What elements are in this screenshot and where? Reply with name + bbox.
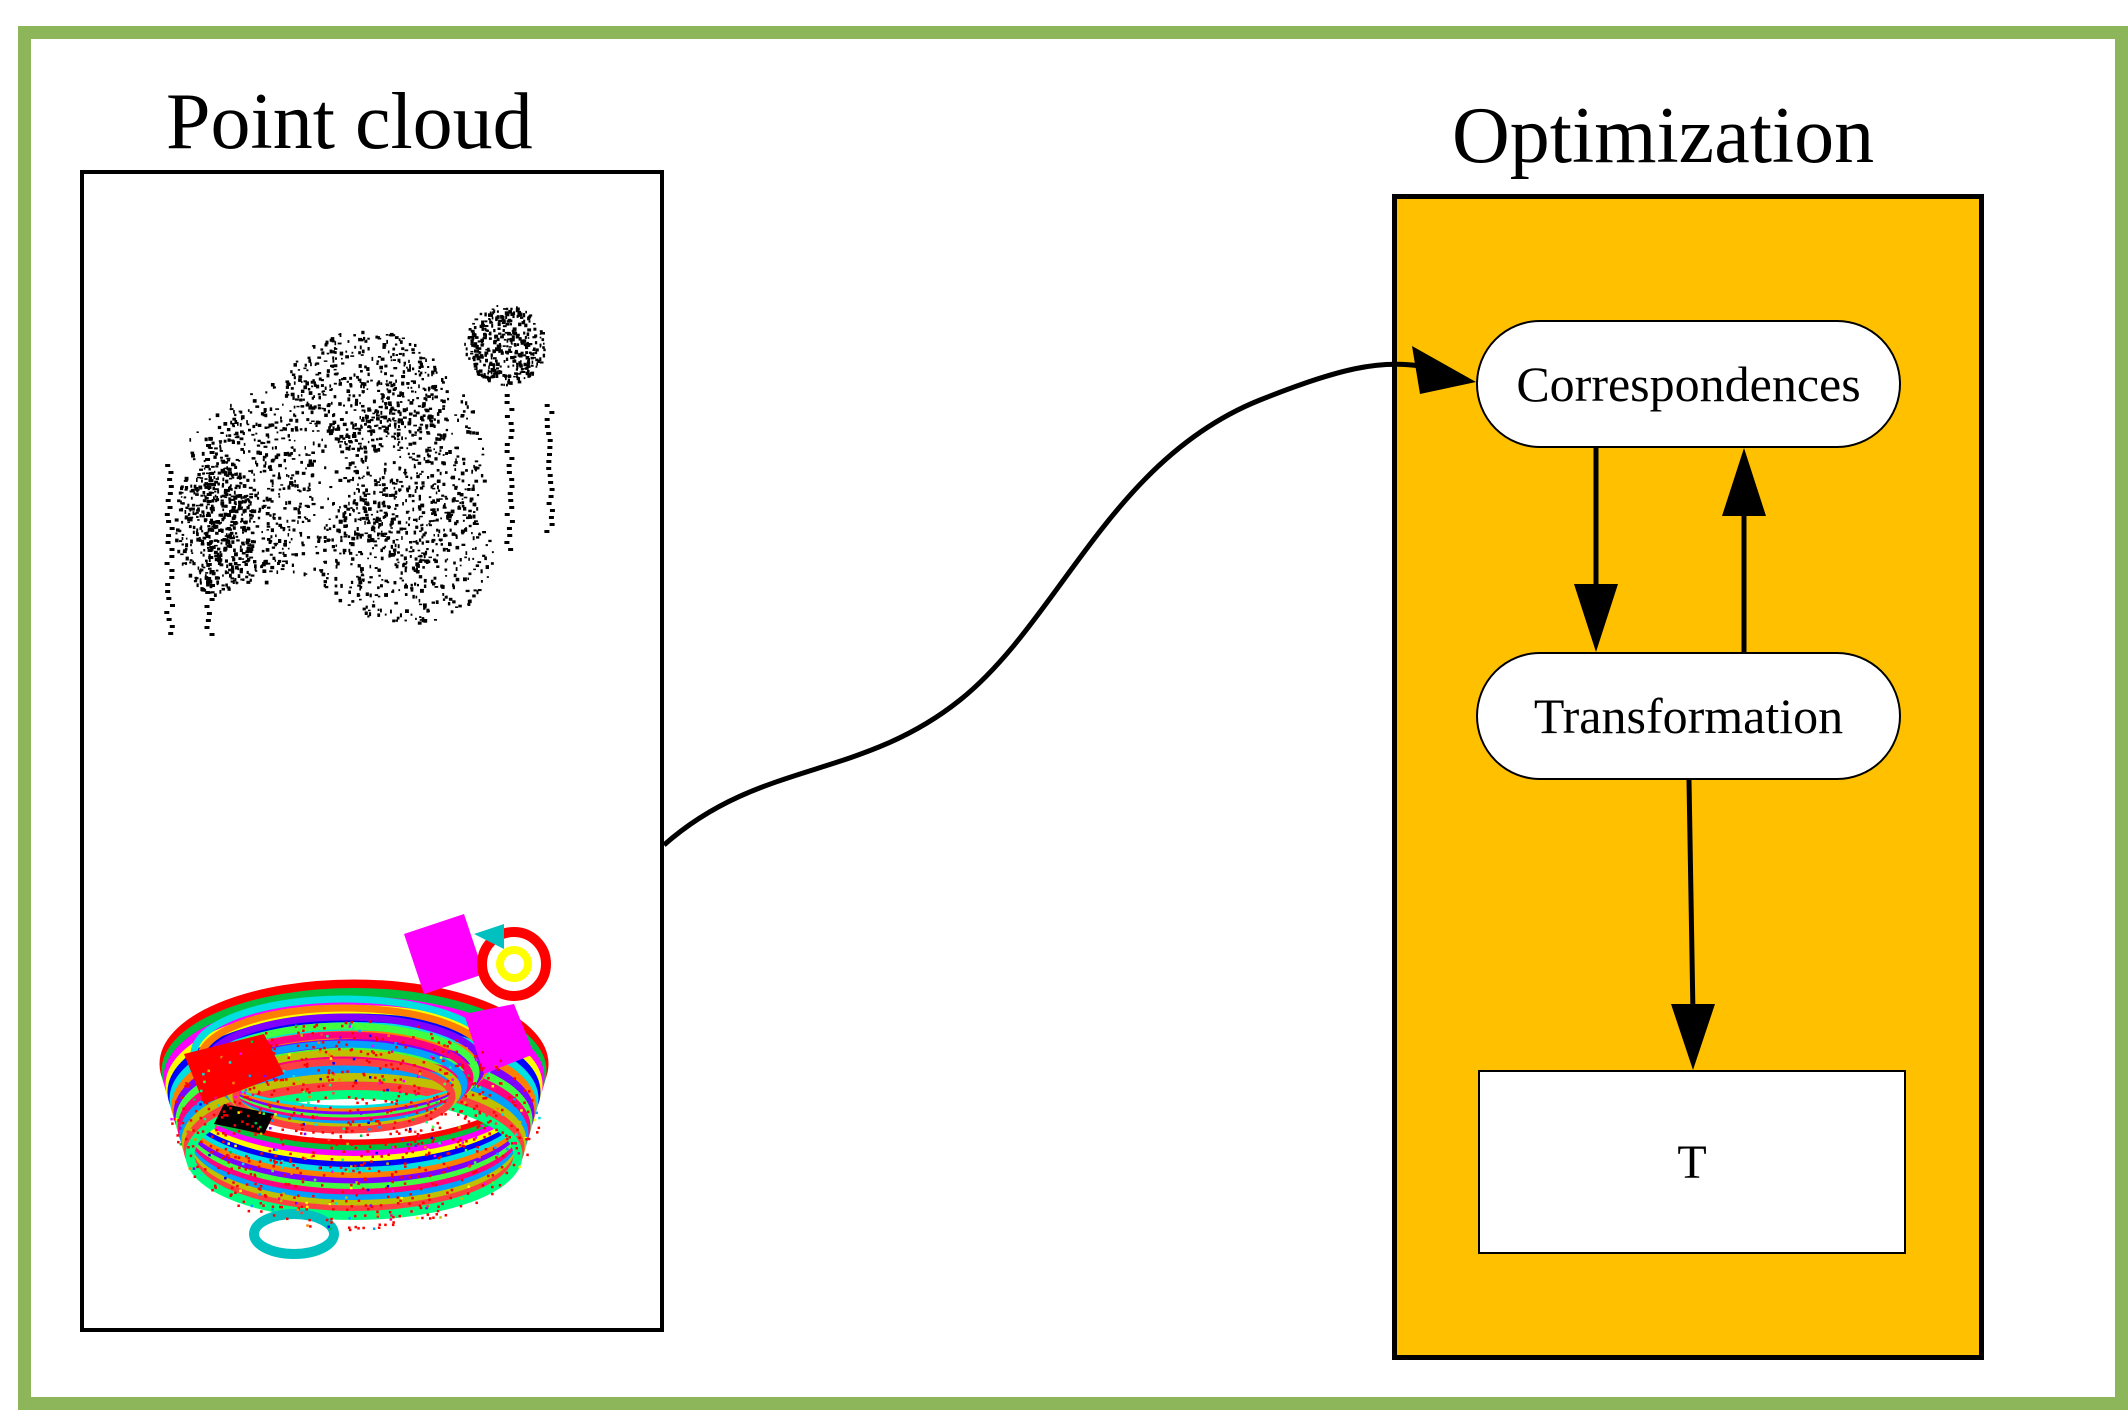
point-cloud-title: Point cloud (166, 78, 533, 166)
arrowhead-down-t (1671, 1004, 1715, 1070)
arrowhead-up-correspondences (1722, 448, 1766, 516)
arrow-transformation-to-t (1686, 779, 1696, 1016)
curve-arrowhead (1412, 346, 1476, 394)
sparse-point-cloud-image (164, 305, 555, 636)
curve-arrow-to-correspondences (662, 361, 1421, 847)
arrowhead-down-transformation (1574, 584, 1618, 652)
correspondences-node: Correspondences (1476, 320, 1901, 448)
point-cloud-images (159, 305, 555, 1259)
transformation-node: Transformation (1476, 652, 1901, 780)
segmented-point-cloud-image (159, 914, 551, 1259)
result-t-node: T (1478, 1070, 1906, 1254)
point-cloud-panel (80, 170, 664, 1332)
optimization-title: Optimization (1452, 92, 1875, 180)
